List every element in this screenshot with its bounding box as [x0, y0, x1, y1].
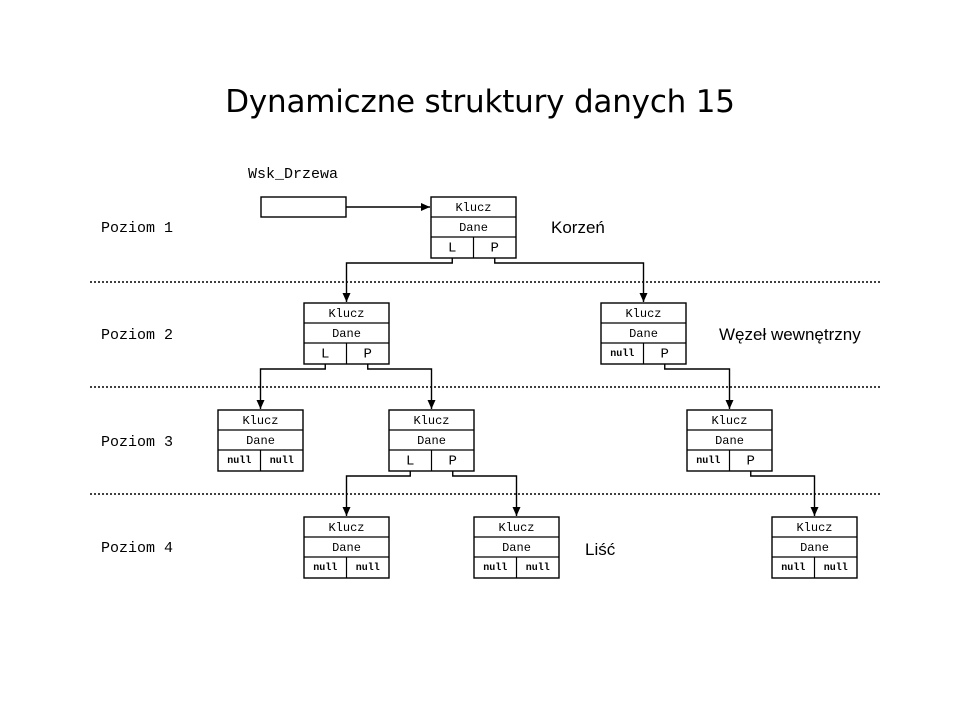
node-data-label: Dane [715, 434, 744, 448]
node-left-pointer: L [406, 454, 414, 470]
node-key-label: Klucz [328, 521, 364, 535]
node-key-label: Klucz [242, 414, 278, 428]
node-data-label: Dane [332, 541, 361, 555]
node-right-pointer: P [364, 347, 372, 363]
annotation-root: Korzeń [551, 218, 605, 237]
node-left-pointer: L [448, 241, 456, 257]
tree-edge-right [494, 258, 648, 302]
node-data-label: Dane [332, 327, 361, 341]
node-left-null: null [313, 562, 337, 574]
node-right-pointer: P [491, 241, 499, 257]
level-label-1: Poziom 1 [101, 220, 174, 237]
node-key-label: Klucz [498, 521, 534, 535]
node-right-pointer: P [747, 454, 755, 470]
node-right-pointer: P [449, 454, 457, 470]
node-right-pointer: P [661, 347, 669, 363]
node-left-null: null [696, 455, 720, 467]
node-left-null: null [781, 562, 805, 574]
node-right-null: null [824, 562, 848, 574]
annotation-leaf: Liść [585, 540, 616, 559]
level-label-4: Poziom 4 [101, 540, 174, 557]
tree-edge-left [342, 258, 453, 302]
tree-edges [256, 258, 819, 516]
node-data-label: Dane [417, 434, 446, 448]
node-data-label: Dane [502, 541, 531, 555]
level-label-3: Poziom 3 [101, 434, 174, 451]
tree-edge-right [452, 471, 521, 516]
node-data-label: Dane [629, 327, 658, 341]
node-left-null: null [610, 348, 634, 360]
node-key-label: Klucz [796, 521, 832, 535]
tree-edge-left [256, 364, 326, 409]
node-key-label: Klucz [455, 201, 491, 215]
node-left-pointer: L [321, 347, 329, 363]
node-left-null: null [227, 455, 251, 467]
node-right-null: null [526, 562, 550, 574]
tree-edge-left [342, 471, 411, 516]
pointer-box [260, 196, 347, 218]
slide-title: Dynamiczne struktury danych 15 [225, 84, 735, 120]
node-left-null: null [483, 562, 507, 574]
annotation-internal-node: Węzeł wewnętrzny [719, 325, 861, 344]
node-key-label: Klucz [711, 414, 747, 428]
node-key-label: Klucz [328, 307, 364, 321]
node-data-label: Dane [246, 434, 275, 448]
level-label-2: Poziom 2 [101, 327, 174, 344]
tree-edge-right [664, 364, 734, 409]
node-data-label: Dane [459, 221, 488, 235]
node-data-label: Dane [800, 541, 829, 555]
tree-edge-right [750, 471, 819, 516]
node-right-null: null [270, 455, 294, 467]
tree-edge-right [367, 364, 436, 409]
root-pointer [260, 196, 430, 218]
node-right-null: null [356, 562, 380, 574]
pointer-label: Wsk_Drzewa [248, 166, 339, 183]
node-key-label: Klucz [625, 307, 661, 321]
node-key-label: Klucz [413, 414, 449, 428]
